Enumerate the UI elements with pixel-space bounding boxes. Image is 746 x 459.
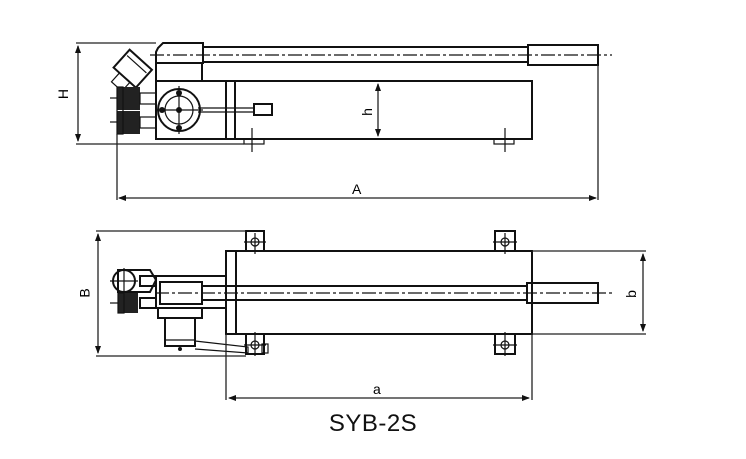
label-b: b bbox=[622, 290, 639, 298]
foot-left bbox=[243, 138, 265, 145]
pump-body bbox=[155, 80, 533, 152]
top-dimensions bbox=[95, 230, 646, 401]
label-B: B bbox=[76, 288, 93, 298]
label-a: a bbox=[373, 381, 381, 397]
label-A: A bbox=[352, 181, 362, 197]
label-h: h bbox=[358, 108, 375, 116]
pump-cylinder bbox=[164, 317, 196, 347]
pressure-gauge bbox=[117, 269, 158, 293]
foot-right bbox=[493, 138, 515, 145]
handle-socket bbox=[155, 42, 204, 64]
valve-block-top bbox=[110, 268, 269, 354]
body-top bbox=[155, 230, 612, 356]
valve-knobs bbox=[110, 86, 157, 135]
handle bbox=[150, 42, 612, 82]
side-view bbox=[75, 42, 612, 201]
dipstick-end bbox=[253, 103, 273, 116]
model-title: SYB-2S bbox=[328, 410, 418, 437]
lever bbox=[194, 340, 249, 354]
top-view bbox=[95, 230, 646, 401]
side-dimensions bbox=[75, 42, 599, 201]
label-H: H bbox=[55, 88, 72, 100]
